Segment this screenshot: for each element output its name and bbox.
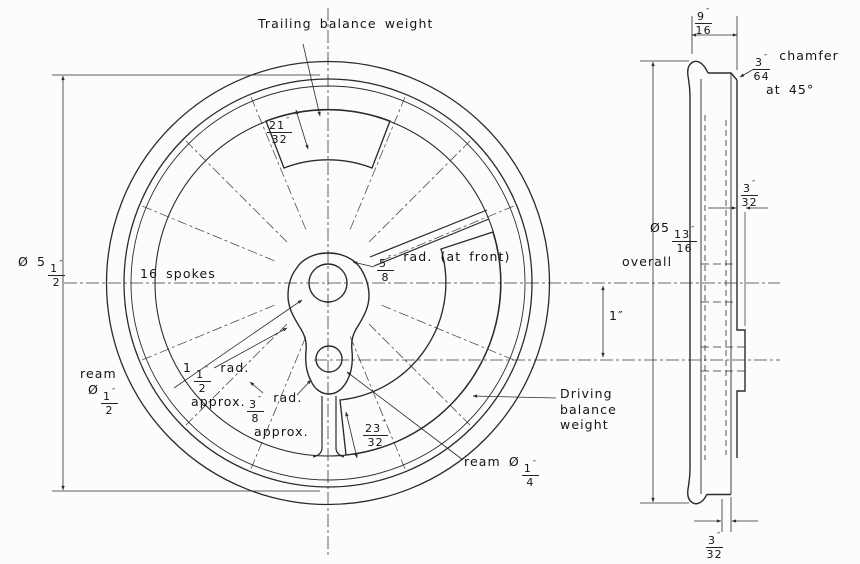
hidden-lines: [701, 115, 745, 460]
back-flange-profile: [686, 60, 709, 505]
waist-radius-label: 3″8 rad. approx.: [247, 390, 309, 439]
side-view-dimensions: [640, 16, 768, 532]
diagonal-spoke-edge: [369, 209, 488, 258]
crank-throw-label: 1″: [609, 308, 624, 323]
tyre-top-face: [708, 72, 738, 81]
tread-circle: [123, 78, 533, 488]
front-view: [52, 43, 605, 506]
driving-weight-leader: [472, 394, 557, 399]
hub-radius-label: 5″8 rad. (at front): [377, 249, 511, 284]
driving-balance-weight-outline: [339, 231, 502, 456]
spoke-center-lines: [141, 96, 515, 470]
waist-radius-leader: [296, 379, 312, 396]
hub-assembly: [287, 252, 370, 395]
side-view: [640, 16, 768, 532]
chamfer-leader: [739, 68, 755, 78]
dim-21-32-line: [295, 109, 309, 150]
dim-9-16-label: 9″16: [695, 7, 713, 37]
dim-21-32-label: 21″32: [267, 116, 293, 146]
dim-bottom-3-32-label: 3″32: [706, 531, 724, 561]
driving-weight-label: Driving balance weight: [560, 386, 617, 433]
flange-circle: [105, 60, 551, 506]
trailing-weight-leader: [302, 43, 321, 117]
crankpin-hole: [315, 345, 343, 373]
ream-crankpin-leader: [346, 371, 464, 461]
tyre-front-face: [736, 80, 746, 458]
dim-23-32-line: [345, 411, 358, 459]
hub-radius-leader: [352, 261, 375, 268]
spoke-root-fillet: [312, 448, 323, 458]
spoke-root-fillet: [335, 448, 345, 458]
waist-radius-leader: [249, 381, 264, 394]
outlined-spokes: [312, 209, 490, 458]
wheel-section-outline: [686, 60, 746, 505]
hub-boss-outline: [287, 252, 370, 395]
dim-rim-3-32-label: 3″32: [741, 179, 759, 209]
axle-hole: [308, 263, 348, 303]
diagonal-spoke-edge: [373, 218, 490, 267]
ream-axle-leader: [173, 299, 303, 389]
chamfer-note: 3″64 chamfer at 45°: [753, 48, 839, 97]
rim-front-circle: [130, 85, 526, 481]
spoke-count-label: 16 spokes: [140, 266, 216, 281]
front-view-dimensions: [52, 43, 605, 492]
center-lines: [64, 8, 780, 556]
dim-23-32-label: 23″32: [363, 419, 389, 449]
trailing-weight-label: Trailing balance weight: [258, 16, 434, 31]
hub-side-radius-leader: [213, 327, 288, 369]
